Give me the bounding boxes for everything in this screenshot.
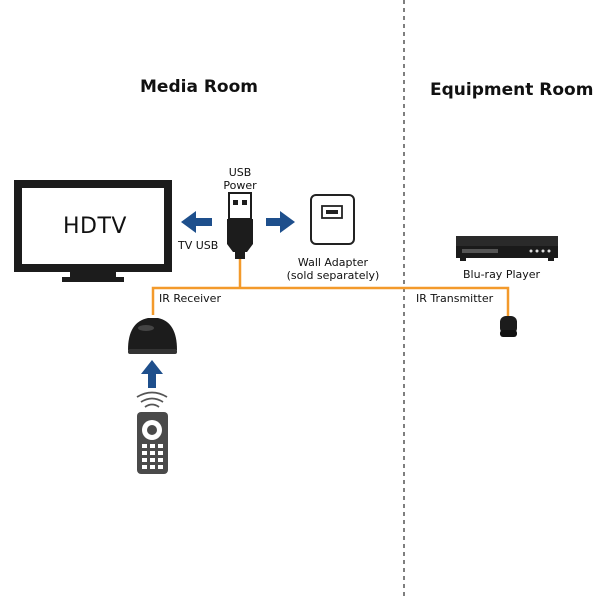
hdtv-label: HDTV xyxy=(63,214,127,239)
ir-transmitter-icon xyxy=(500,316,517,337)
remote-control-icon xyxy=(137,412,168,474)
bluray-player-icon xyxy=(456,236,558,261)
ir-signal-waves-icon xyxy=(136,391,168,408)
tv-usb-label: TV USB xyxy=(178,239,219,252)
ir-transmitter-label: IR Transmitter xyxy=(416,292,494,305)
wall-adapter-icon xyxy=(310,194,355,245)
media-room-title: Media Room xyxy=(140,77,258,97)
bluray-player-label: Blu-ray Player xyxy=(463,268,541,281)
usb-power-line2: Power xyxy=(223,179,257,192)
usb-power-label: USB Power xyxy=(215,166,265,192)
wall-adapter-line2: (sold separately) xyxy=(286,269,380,282)
hdtv-icon xyxy=(14,180,172,282)
ir-cable xyxy=(151,258,510,316)
ir-receiver-icon xyxy=(128,318,177,354)
usb-power-line1: USB xyxy=(228,166,252,179)
equipment-room-title: Equipment Room xyxy=(430,80,594,100)
usb-plug-icon xyxy=(227,192,253,259)
power-arrow-icon xyxy=(266,211,295,233)
tv-usb-arrow-icon xyxy=(181,211,212,233)
ir-receiver-label: IR Receiver xyxy=(159,292,221,305)
wall-adapter-line1: Wall Adapter xyxy=(297,256,369,269)
remote-signal-arrow-icon xyxy=(141,360,163,388)
wall-adapter-label: Wall Adapter (sold separately) xyxy=(276,256,390,282)
